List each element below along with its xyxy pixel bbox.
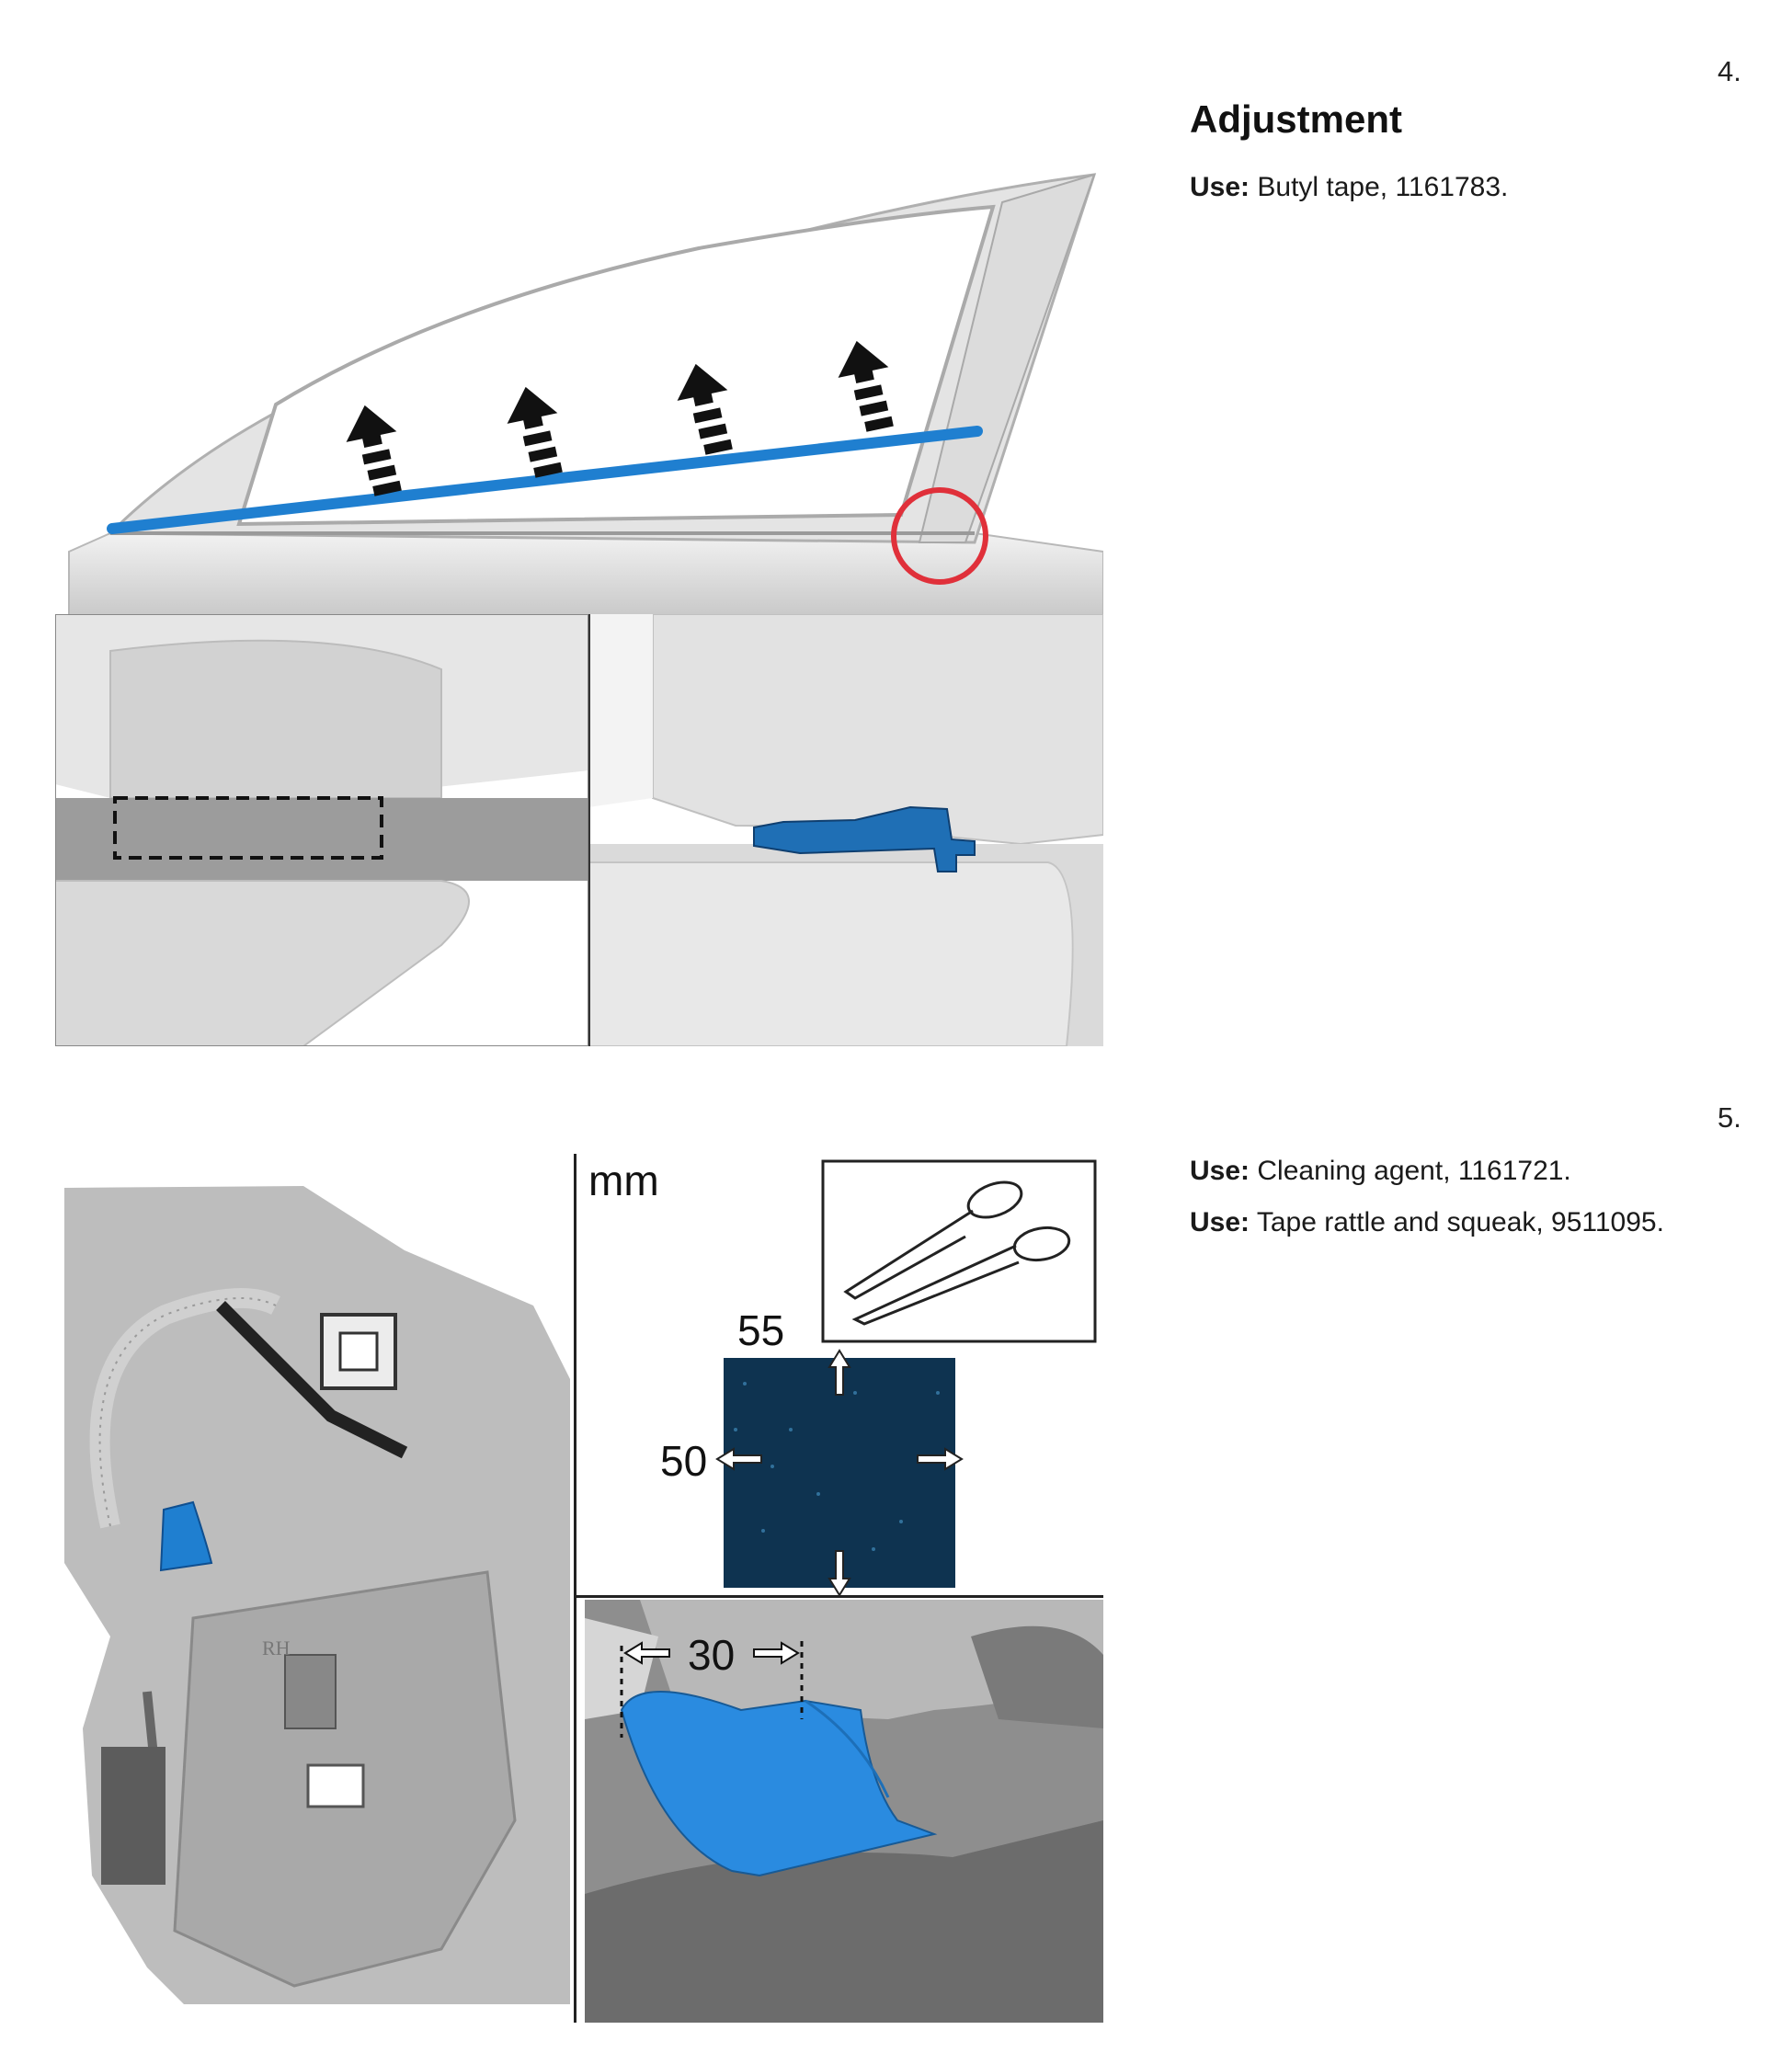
width-dimension-arrows [623, 1641, 800, 1665]
scissors-box [821, 1159, 1097, 1343]
dimension-55: 55 [737, 1306, 784, 1354]
lift-arrow-icon [346, 340, 894, 496]
step-title-adjustment: Adjustment [1190, 97, 1402, 141]
step5-use-line-2: Use: Tape rattle and squeak, 9511095. [1190, 1206, 1668, 1239]
figure-step5-tape-cut: mm 55 50 [579, 1154, 1103, 1595]
figure-step4-door-frame [68, 173, 1103, 616]
step-number-4: 4. [1718, 55, 1741, 87]
unit-label: mm [588, 1157, 659, 1204]
blue-foam-tape-piece [620, 1691, 938, 1877]
use-label: Use: [1190, 172, 1250, 202]
dimension-arrows [715, 1349, 964, 1595]
figure-step4-detail-left [55, 614, 588, 1046]
step-number-5: 5. [1718, 1101, 1741, 1134]
tape-square [724, 1358, 955, 1588]
use-text: Cleaning agent, 1161721. [1257, 1156, 1571, 1186]
blue-tape-piece-small [159, 1500, 213, 1572]
dimension-50: 50 [660, 1437, 707, 1485]
use-text: Tape rattle and squeak, 9511095. [1256, 1207, 1664, 1237]
blue-butyl-tape-piece [753, 805, 976, 872]
use-text: Butyl tape, 1161783. [1257, 172, 1509, 202]
figure-step5-door-module: RH [55, 1177, 570, 2004]
red-highlight-circle [891, 487, 988, 585]
figure-step4-detail-right [588, 614, 1103, 1046]
dimension-30: 30 [688, 1631, 735, 1679]
use-label: Use: [1190, 1207, 1250, 1237]
figure-hrule [576, 1595, 1103, 1598]
use-label: Use: [1190, 1156, 1250, 1186]
figure-divider [574, 1154, 576, 2023]
step4-use-line: Use: Butyl tape, 1161783. [1190, 171, 1741, 204]
blue-tape-line [107, 426, 983, 534]
step5-use-line-1: Use: Cleaning agent, 1161721. [1190, 1155, 1741, 1188]
figure-step5-tape-placement: 30 [585, 1600, 1103, 2023]
dashed-area-marker [113, 796, 383, 860]
scissors-icon [843, 1180, 1071, 1326]
rh-mark: RH [262, 1636, 291, 1659]
